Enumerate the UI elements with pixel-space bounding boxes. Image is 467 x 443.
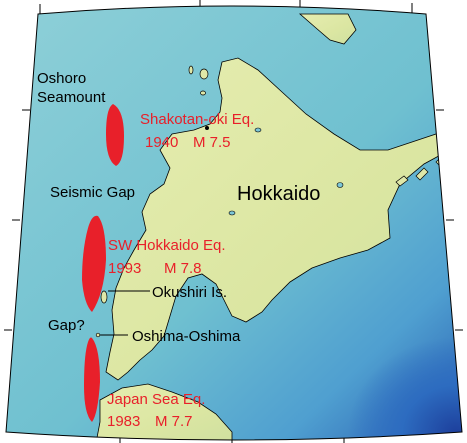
rupture-zones bbox=[82, 104, 124, 422]
island-kurile-2 bbox=[415, 167, 429, 181]
region-label-hokkaido: Hokkaido bbox=[237, 183, 320, 205]
lake-1 bbox=[254, 127, 262, 133]
sakhalin-landmass bbox=[298, 13, 357, 45]
island-oshima-oshima bbox=[95, 332, 101, 338]
lake-3 bbox=[228, 210, 236, 216]
label-okushiri: Okushiri Is. bbox=[152, 284, 227, 301]
honshu-landmass bbox=[95, 383, 233, 440]
label-seismic-gap: Seismic Gap bbox=[50, 184, 135, 201]
label-oshoro-seamount: Oshoro Seamount bbox=[37, 70, 106, 106]
label-eq-japan-sea: Japan Sea Eq. 1983 M 7.7 bbox=[107, 391, 210, 430]
frame-ticks bbox=[4, 0, 463, 443]
label-gap-question: Gap? bbox=[48, 317, 85, 334]
island-rishiri bbox=[199, 68, 209, 80]
leader-lines bbox=[100, 290, 150, 336]
label-eq-shakotan: Shakotan-oki Eq. 1940 M 7.5 bbox=[140, 111, 258, 151]
rupture-zone-sw-hokkaido bbox=[82, 215, 106, 312]
rupture-zone-shakotan bbox=[106, 104, 124, 166]
island-yagishiri bbox=[200, 90, 206, 96]
lake-2 bbox=[336, 182, 344, 188]
label-oshima-oshima: Oshima-Oshima bbox=[132, 328, 241, 345]
epicenter-dot-shakotan bbox=[205, 126, 209, 130]
island-rebun bbox=[188, 65, 194, 75]
rupture-zone-japan-sea bbox=[84, 337, 100, 422]
label-eq-sw-hokkaido: SW Hokkaido Eq. 1993 M 7.8 bbox=[108, 237, 230, 277]
map-frame bbox=[5, 5, 463, 441]
island-okushiri bbox=[100, 290, 108, 304]
island-kurile-1 bbox=[395, 175, 409, 187]
